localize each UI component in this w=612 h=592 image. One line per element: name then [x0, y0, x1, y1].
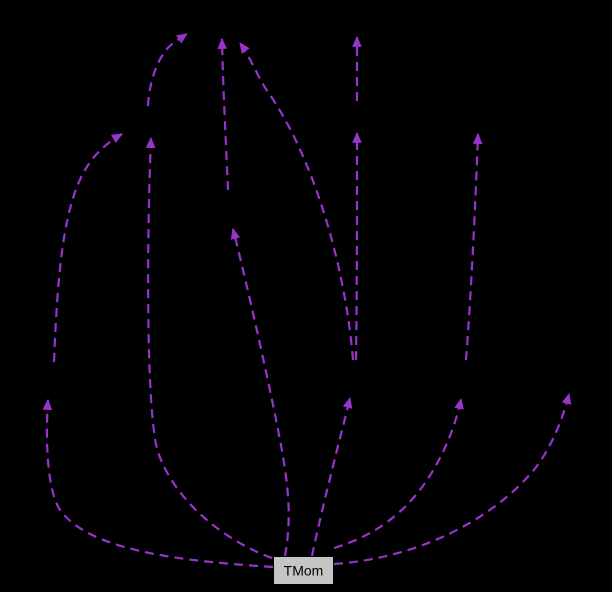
edge-tmom-to-hidden-mid — [310, 396, 353, 557]
edge-leftmid-to-upperleft — [52, 133, 123, 363]
edge-tmom-to-hidden-right-mid — [333, 397, 464, 550]
node-tmom-label: TMom — [284, 563, 324, 579]
node-tmom-box[interactable] — [273, 556, 334, 585]
edge-tmom-to-hidden-center — [230, 227, 290, 557]
edge-tmom-to-hidden-left-mid — [42, 398, 274, 569]
edge-tmom-to-hidden-upper-left — [145, 136, 273, 560]
edge-mid-to-top — [239, 42, 355, 361]
edge-upperleft-to-top — [146, 33, 188, 107]
edge-tmom-to-hidden-far-right — [333, 392, 572, 566]
node-tmom[interactable]: TMom — [273, 556, 334, 585]
edge-rightmid-to-upper-right — [464, 132, 483, 361]
edge-center-to-top — [217, 37, 230, 191]
edge-mid-to-upper-mid — [352, 131, 362, 361]
